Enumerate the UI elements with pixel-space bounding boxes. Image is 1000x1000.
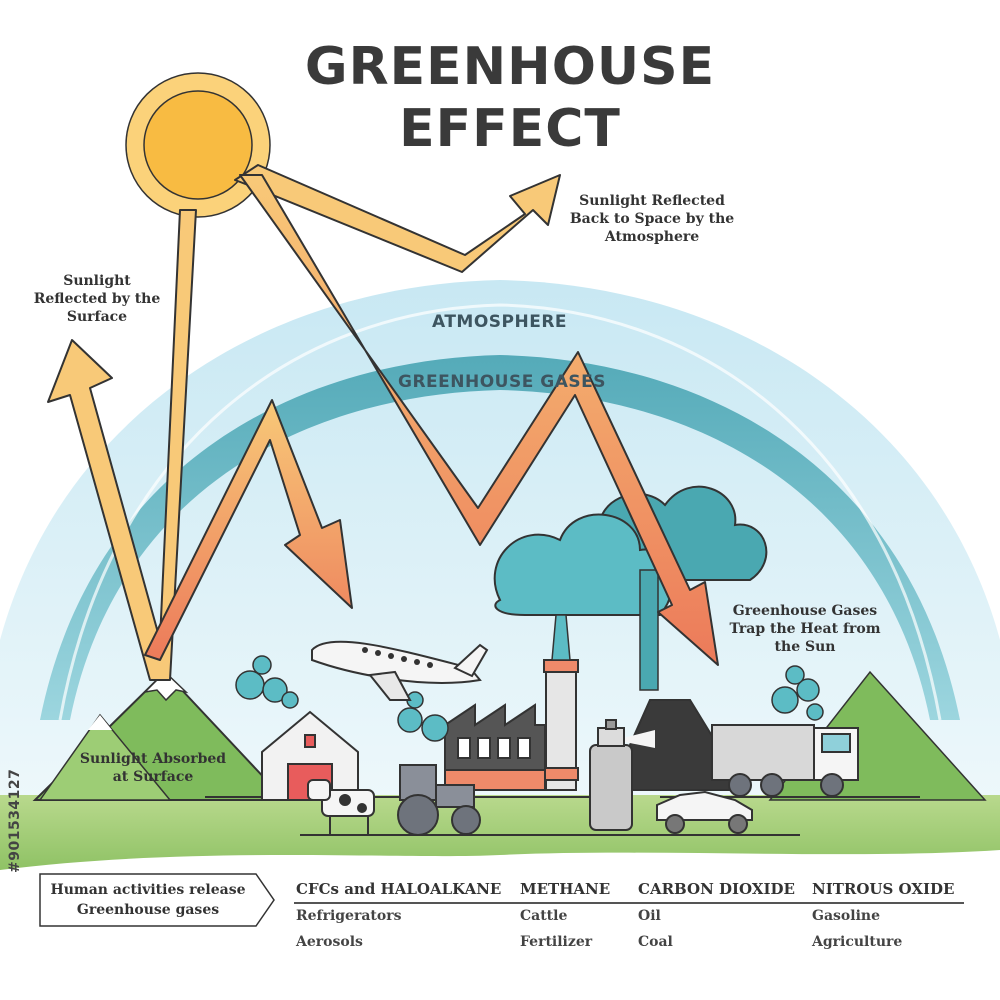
legend-category-nitrous-oxide: NITROUS OXIDE — [812, 880, 955, 898]
label-reflected-space: Sunlight Reflected Back to Space by the … — [569, 193, 735, 246]
label-reflected-surface: Sunlight Reflected by the Surface — [33, 273, 161, 326]
legend-item: Fertilizer — [520, 934, 593, 950]
legend-intro-box: Human activities release Greenhouse gase… — [38, 872, 275, 928]
legend-item: Agriculture — [812, 934, 903, 950]
legend-intro-text: Human activities release Greenhouse gase… — [50, 882, 246, 918]
label-atmosphere: ATMOSPHERE — [432, 312, 568, 332]
smoke-puffs-left — [235, 655, 299, 709]
cow — [307, 779, 375, 834]
smoke-puffs-mid — [397, 691, 449, 742]
tractor — [397, 764, 481, 836]
legend-category-methane: METHANE — [520, 880, 611, 898]
aerosol-can — [589, 719, 633, 831]
legend-category-cfcs: CFCs and HALOALKANE — [296, 880, 502, 898]
legend-item: Coal — [638, 934, 673, 950]
chimney — [543, 569, 659, 791]
label-greenhouse-gases: GREENHOUSE GASES — [398, 372, 606, 392]
car — [656, 790, 753, 834]
atmosphere-line — [58, 303, 942, 721]
label-trap-heat: Greenhouse Gases Trap the Heat from the … — [729, 603, 881, 656]
legend-category-carbon-dioxide: CARBON DIOXIDE — [638, 880, 795, 898]
legend-rule — [294, 902, 964, 904]
airplane — [311, 640, 489, 701]
smoke-puffs-right — [771, 665, 824, 721]
truck — [711, 724, 859, 797]
title-line-1: GREENHOUSE — [304, 37, 716, 97]
legend-item: Cattle — [520, 908, 568, 924]
factory — [444, 703, 546, 791]
legend-item: Gasoline — [812, 908, 880, 924]
airplane-windows — [362, 647, 433, 668]
mountain-small — [38, 713, 172, 801]
legend-item: Aerosols — [296, 934, 363, 950]
title-line-2: EFFECT — [399, 99, 621, 159]
stock-id: #901534127 — [7, 768, 23, 873]
label-absorbed: Sunlight Absorbed at Surface — [79, 751, 227, 786]
page-title: GREENHOUSE EFFECT — [250, 36, 770, 160]
arrow-trapped-left — [144, 399, 353, 661]
sun-icon — [125, 72, 271, 218]
legend-item: Oil — [638, 908, 661, 924]
legend-item: Refrigerators — [296, 908, 402, 924]
arrow-reflected-surface — [47, 209, 197, 681]
legend-arrow-shape — [39, 873, 275, 927]
arrow-reflected-space — [234, 164, 561, 273]
arrow-trapped-right — [239, 174, 719, 666]
